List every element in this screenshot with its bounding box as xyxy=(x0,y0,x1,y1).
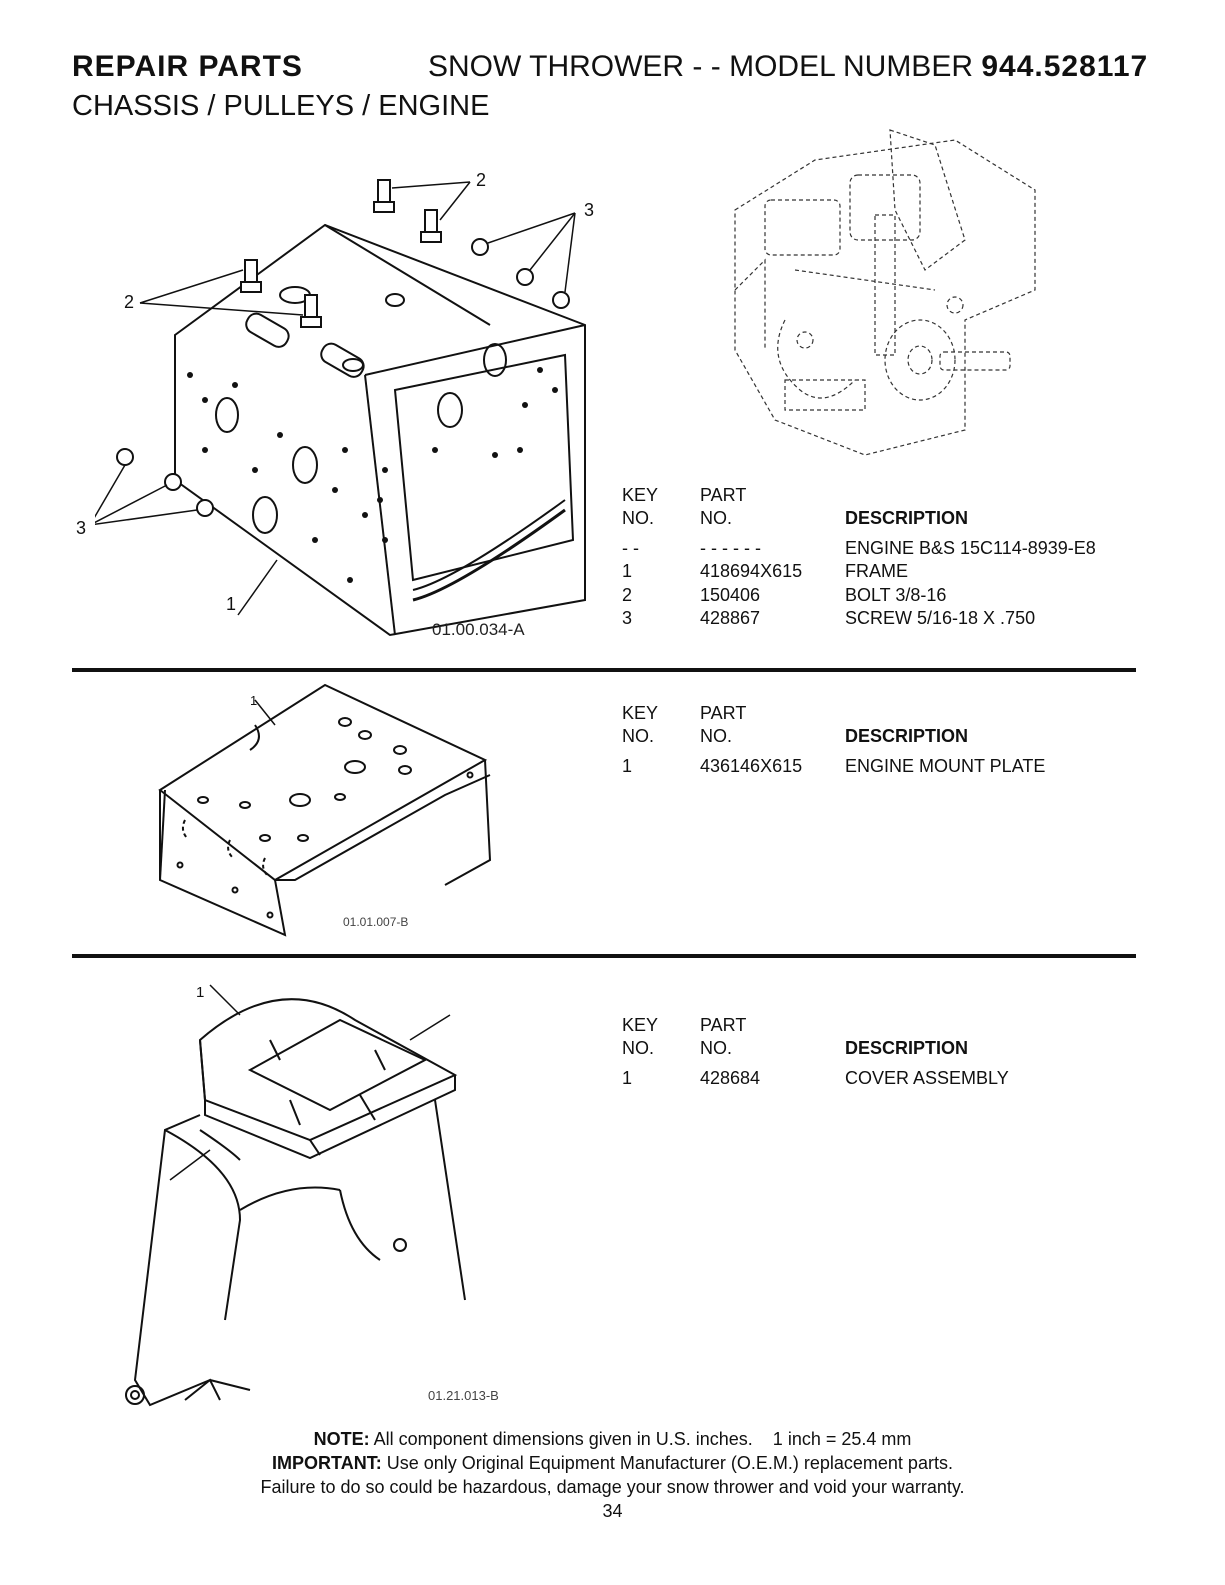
important-label: IMPORTANT: xyxy=(272,1453,382,1473)
key-cell: - - xyxy=(622,537,639,558)
key-cell: 3 xyxy=(622,607,633,628)
callout-2-top: 2 xyxy=(476,170,487,190)
col-key-h2: NO. xyxy=(622,726,655,747)
figure-ref-code: 01.21.013-B xyxy=(428,1388,499,1403)
part-cell: 428684 xyxy=(700,1067,761,1088)
col-part-h1: PART xyxy=(700,1015,747,1035)
callout-2-left: 2 xyxy=(124,292,135,312)
key-cell: 2 xyxy=(622,584,633,605)
engine-phantom-diagram xyxy=(734,129,1036,456)
key-cell: 1 xyxy=(622,1067,633,1088)
figure-ref-code: 01.01.007-B xyxy=(343,915,409,929)
note-text: All component dimensions given in U.S. i… xyxy=(373,1429,912,1449)
desc-cell: ENGINE MOUNT PLATE xyxy=(845,755,1046,776)
desc-cell: SCREW 5/16-18 X .750 xyxy=(845,607,1036,628)
col-description-h: DESCRIPTION xyxy=(845,508,969,529)
col-key-h2: NO. xyxy=(622,1038,655,1059)
footer-warning: Failure to do so could be hazardous, dam… xyxy=(260,1477,965,1497)
desc-cell: COVER ASSEMBLY xyxy=(845,1067,1009,1088)
col-key-h2: NO. xyxy=(622,508,655,529)
col-key-h1: KEY xyxy=(622,1015,659,1035)
model-prefix: SNOW THROWER - - MODEL NUMBER xyxy=(428,50,973,83)
desc-cell: BOLT 3/8-16 xyxy=(845,584,947,605)
note-label: NOTE: xyxy=(313,1429,370,1449)
page-header-repair-parts: REPAIR PARTS xyxy=(72,50,303,83)
part-cell: 436146X615 xyxy=(700,755,803,776)
page-number: 34 xyxy=(602,1501,623,1521)
callout-3-left: 3 xyxy=(76,518,87,538)
cover-assembly-diagram xyxy=(125,984,466,1407)
part-cell: - - - - - - xyxy=(700,537,761,558)
table-row: - - - - - - - - ENGINE B&S 15C114-8939-E… xyxy=(622,537,1145,560)
part-cell: 150406 xyxy=(700,584,761,605)
section-divider xyxy=(72,668,1136,672)
model-number: 944.528117 xyxy=(981,50,1149,83)
col-part-h1: PART xyxy=(700,485,747,505)
col-description-h: DESCRIPTION xyxy=(845,726,969,747)
callout-1: 1 xyxy=(196,984,205,1001)
key-cell: 1 xyxy=(622,561,633,582)
engine-mount-plate-diagram xyxy=(158,683,492,937)
footer-important: IMPORTANT: Use only Original Equipment M… xyxy=(0,1452,1225,1474)
callout-1: 1 xyxy=(250,693,258,708)
callout-3-top: 3 xyxy=(584,200,595,220)
table-row: 1 436146X615 ENGINE MOUNT PLATE xyxy=(622,755,1145,778)
parts-table-1: KEY PART NO. NO. DESCRIPTION - - - - - -… xyxy=(622,484,1145,630)
parts-table-3: KEY PART NO. NO. DESCRIPTION 1 428684 CO… xyxy=(622,1014,1145,1090)
table-row: 1 428684 COVER ASSEMBLY xyxy=(622,1067,1145,1090)
col-description-h: DESCRIPTION xyxy=(845,1038,969,1059)
section-divider xyxy=(72,954,1136,958)
col-key-h1: KEY xyxy=(622,703,659,723)
col-part-h1: PART xyxy=(700,703,747,723)
col-key-h1: KEY xyxy=(622,485,659,505)
table-row: 3 428867 SCREW 5/16-18 X .750 xyxy=(622,607,1145,630)
page-subtitle: CHASSIS / PULLEYS / ENGINE xyxy=(72,90,490,122)
key-cell: 1 xyxy=(622,755,633,776)
desc-cell: ENGINE B&S 15C114-8939-E8 xyxy=(845,537,1096,558)
col-part-h2: NO. xyxy=(700,1038,733,1059)
chassis-frame-diagram xyxy=(95,179,586,637)
footer-note: NOTE: All component dimensions given in … xyxy=(0,1428,1225,1450)
figure-ref-code: 01.00.034-A xyxy=(432,620,525,639)
table-row: 2 150406 BOLT 3/8-16 xyxy=(622,584,1145,607)
parts-table-2: KEY PART NO. NO. DESCRIPTION 1 436146X61… xyxy=(622,702,1145,778)
callout-1: 1 xyxy=(226,594,237,614)
desc-cell: FRAME xyxy=(845,561,908,582)
part-cell: 428867 xyxy=(700,607,761,628)
col-part-h2: NO. xyxy=(700,726,733,747)
part-cell: 418694X615 xyxy=(700,561,803,582)
table-row: 1 418694X615 FRAME xyxy=(622,560,1145,583)
page-header-model: SNOW THROWER - - MODEL NUMBER 944.528117 xyxy=(428,50,1148,84)
col-part-h2: NO. xyxy=(700,508,733,529)
important-text: Use only Original Equipment Manufacturer… xyxy=(386,1453,953,1473)
